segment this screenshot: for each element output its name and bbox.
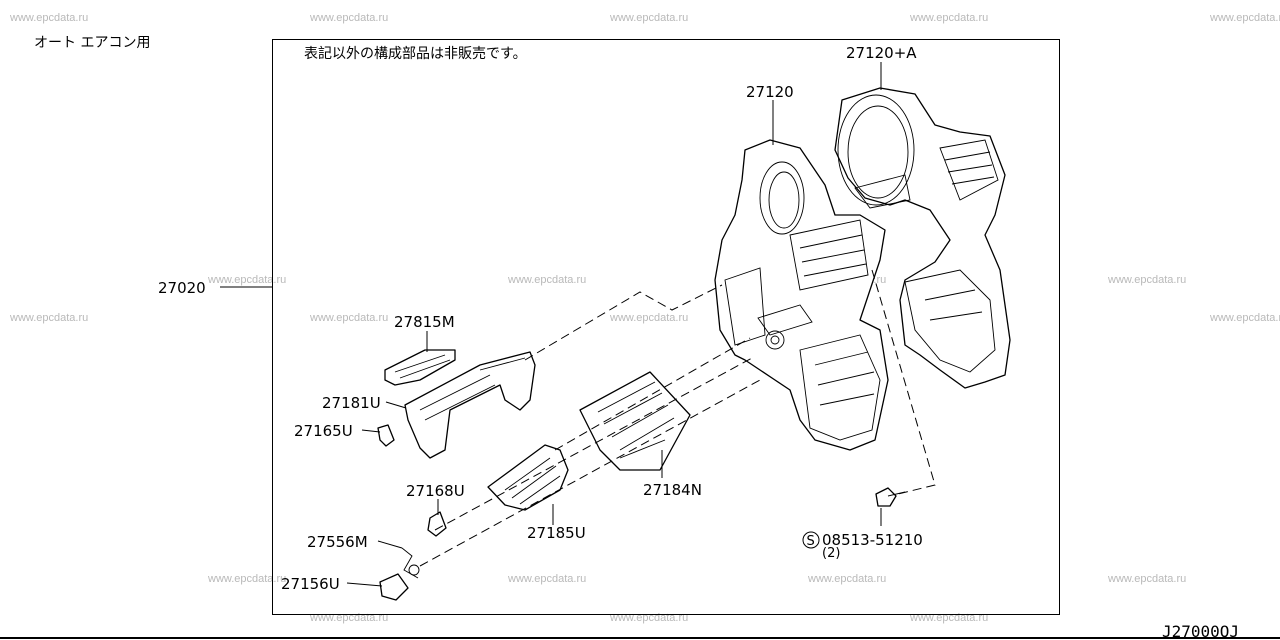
s-symbol-ring — [802, 531, 820, 549]
part-27184n-pleats — [597, 381, 675, 459]
lower-case-ribs — [799, 334, 881, 441]
watermark: www.epcdata.ru — [609, 312, 688, 324]
qty-08513-51210: (2) — [822, 546, 840, 561]
side-panel — [724, 267, 766, 346]
watermark: www.epcdata.ru — [9, 312, 88, 324]
watermark: www.epcdata.ru — [1107, 573, 1186, 585]
dash-line — [419, 379, 761, 567]
upper-flange — [854, 174, 911, 209]
leader-27181u — [385, 401, 407, 409]
dash-line — [554, 337, 751, 451]
watermark: www.epcdata.ru — [909, 12, 988, 24]
label-27185u: 27185U — [527, 524, 586, 542]
watermark: www.epcdata.ru — [1209, 12, 1280, 24]
part-27156u — [379, 573, 409, 601]
heater-unit-assembly — [714, 87, 1011, 451]
front-fan-ring-inner — [768, 171, 800, 229]
label-27556m: 27556M — [307, 533, 368, 551]
lower-duct — [904, 269, 996, 373]
watermark: www.epcdata.ru — [207, 573, 286, 585]
watermark: www.epcdata.ru — [9, 12, 88, 24]
watermark: www.epcdata.ru — [309, 12, 388, 24]
screw-08513-51210 — [875, 487, 897, 507]
label-27120: 27120 — [746, 83, 794, 101]
assembly-frame — [272, 39, 1060, 615]
not-sold-note: 表記以外の構成部品は非販売です。 — [304, 45, 527, 62]
actuator-bracket — [757, 304, 813, 336]
part-27185u — [487, 444, 569, 511]
housing-27120 — [714, 139, 889, 451]
dash-line — [871, 269, 936, 495]
front-fan-ring — [759, 161, 805, 235]
part-27156u-pin — [408, 564, 420, 576]
label-27156u: 27156U — [281, 575, 340, 593]
leader-27165u — [361, 429, 381, 433]
watermark: www.epcdata.ru — [309, 312, 388, 324]
center-grille — [789, 219, 869, 291]
label-27168u: 27168U — [406, 482, 465, 500]
fan-ring — [837, 94, 915, 206]
part-27815m — [384, 349, 456, 386]
label-27815m: 27815M — [394, 313, 455, 331]
label-08513-51210: 08513-51210 — [822, 531, 923, 549]
watermark: www.epcdata.ru — [609, 12, 688, 24]
watermark-layer: www.epcdata.ru www.epcdata.ru www.epcdat… — [9, 12, 1280, 624]
part-27181u-detail — [419, 357, 526, 421]
watermark: www.epcdata.ru — [1209, 312, 1280, 324]
watermark: www.epcdata.ru — [207, 274, 286, 286]
part-27185u-detail — [504, 457, 561, 505]
leader-27556m — [377, 540, 403, 549]
diagram-code: J27000QJ — [1162, 622, 1239, 640]
watermark: www.epcdata.ru — [909, 612, 988, 624]
watermark: www.epcdata.ru — [309, 612, 388, 624]
part-27815m-detail — [394, 354, 451, 379]
leader-27156u — [346, 582, 383, 587]
label-27020: 27020 — [158, 279, 206, 297]
vent-grille — [939, 139, 999, 201]
actuator-shaft — [770, 335, 780, 345]
part-27165u — [377, 424, 395, 447]
watermark: www.epcdata.ru — [507, 274, 586, 286]
leader-lines — [220, 62, 882, 587]
s-symbol: S — [807, 534, 815, 549]
fan-ring-inner — [847, 105, 909, 199]
label-27184n: 27184N — [643, 481, 702, 499]
dash-line — [524, 284, 723, 361]
part-labels: 27120+A 27120 27020 27815M 27181U 27165U… — [158, 44, 923, 593]
label-27120a: 27120+A — [846, 44, 917, 62]
watermark: www.epcdata.ru — [1107, 274, 1186, 286]
variant-label: オート エアコン用 — [34, 35, 150, 51]
dash-line — [434, 357, 753, 531]
part-27181u — [404, 351, 536, 459]
label-27181u: 27181U — [322, 394, 381, 412]
watermark: www.epcdata.ru — [609, 612, 688, 624]
assembly-lines — [419, 269, 936, 567]
watermark: www.epcdata.ru — [507, 573, 586, 585]
part-27168u — [427, 511, 447, 537]
watermark: www.epcdata.ru — [807, 573, 886, 585]
actuator-motor — [765, 330, 785, 350]
label-27165u: 27165U — [294, 422, 353, 440]
